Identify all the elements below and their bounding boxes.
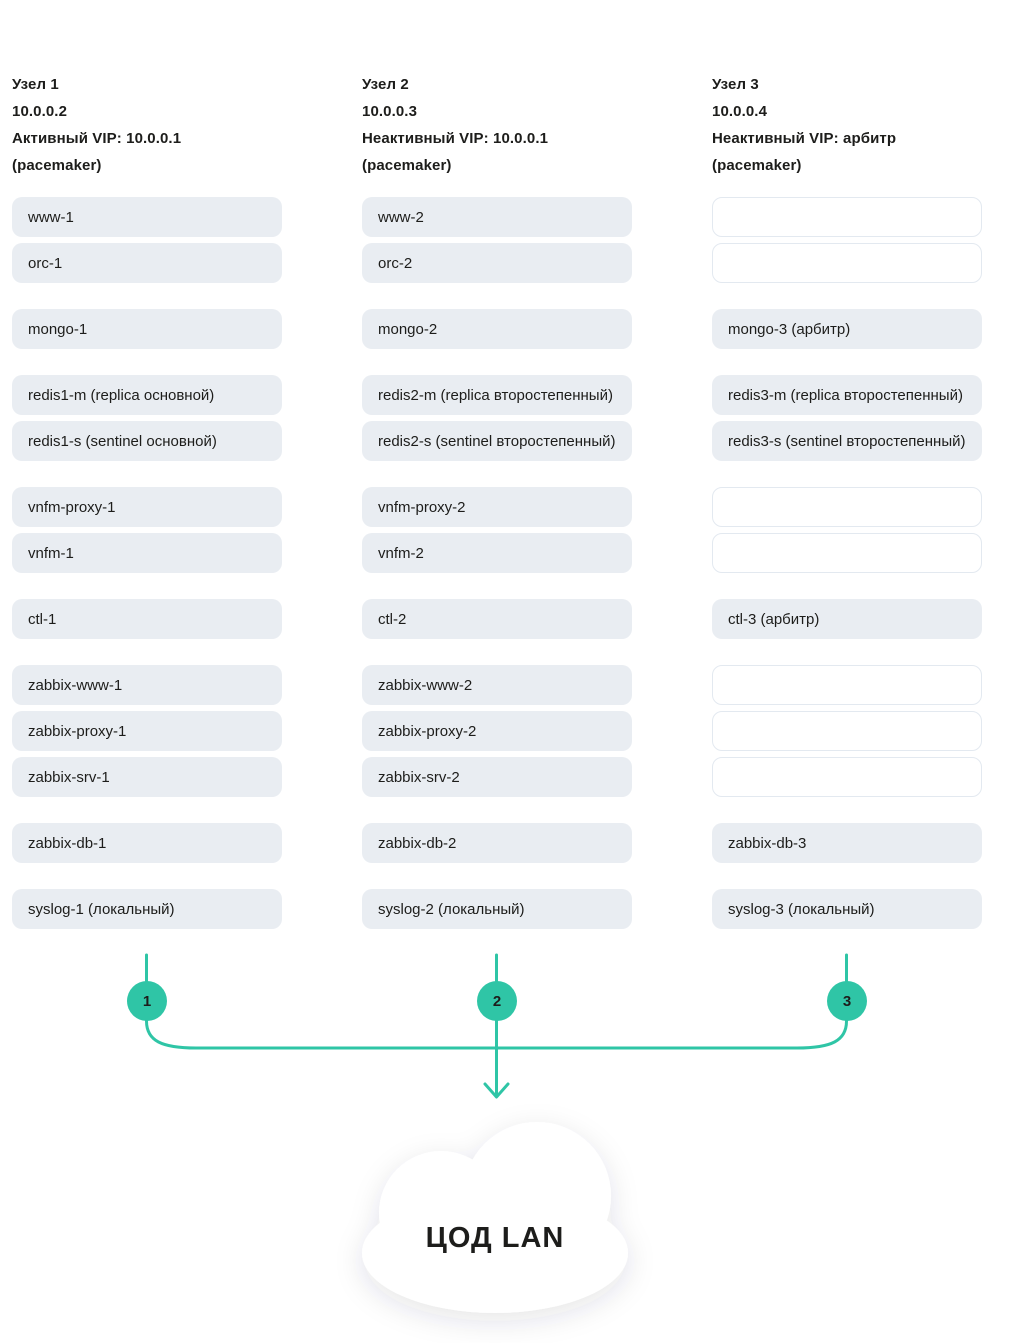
service-box: mongo-3 (арбитр) — [712, 309, 982, 349]
service-box: zabbix-db-2 — [362, 823, 632, 863]
node-column-1: Узел 1 10.0.0.2 Активный VIP: 10.0.0.1 (… — [12, 71, 282, 929]
node-vip: Неактивный VIP: 10.0.0.1 — [362, 130, 549, 147]
service-box-empty — [712, 757, 982, 797]
service-box-empty — [712, 197, 982, 237]
service-box-label: zabbix-db-3 — [728, 834, 807, 852]
service-box: zabbix-www-1 — [12, 665, 282, 705]
service-box-label: zabbix-proxy-2 — [378, 722, 477, 740]
service-box: zabbix-srv-2 — [362, 757, 632, 797]
service-box-label: mongo-1 — [28, 320, 88, 338]
service-box-label: vnfm-proxy-1 — [28, 498, 116, 516]
service-box: vnfm-proxy-1 — [12, 487, 282, 527]
service-box: www-1 — [12, 197, 282, 237]
service-box: redis3-m (replica второстепенный) — [712, 375, 982, 415]
service-box-label: redis1-s (sentinel основной) — [28, 432, 217, 450]
service-box-label: ctl-1 — [28, 610, 57, 628]
service-box: redis1-s (sentinel основной) — [12, 421, 282, 461]
service-box-label: redis3-s (sentinel второстепенный) — [728, 432, 966, 450]
service-box: syslog-1 (локальный) — [12, 889, 282, 929]
service-box-label: ctl-3 (арбитр) — [728, 610, 820, 628]
service-box: zabbix-proxy-1 — [12, 711, 282, 751]
connector-badge-1: 1 — [127, 981, 167, 1021]
node-vip: Неактивный VIP: арбитр — [712, 130, 897, 147]
service-box: syslog-2 (локальный) — [362, 889, 632, 929]
node-column-3: Узел 3 10.0.0.4 Неактивный VIP: арбитр (… — [712, 71, 982, 929]
service-box-label: redis1-m (replica основной) — [28, 386, 215, 404]
node-cluster-note: (pacemaker) — [712, 157, 802, 174]
service-box: vnfm-1 — [12, 533, 282, 573]
service-box: redis2-s (sentinel второстепенный) — [362, 421, 632, 461]
service-box: zabbix-db-1 — [12, 823, 282, 863]
service-box-label: mongo-3 (арбитр) — [728, 320, 851, 338]
service-box: ctl-1 — [12, 599, 282, 639]
service-box-label: redis2-m (replica второстепенный) — [378, 386, 613, 404]
node-cluster-note: (pacemaker) — [362, 157, 452, 174]
node-title: Узел 2 — [362, 76, 409, 93]
service-box-label: redis2-s (sentinel второстепенный) — [378, 432, 616, 450]
service-box: vnfm-2 — [362, 533, 632, 573]
service-box-label: zabbix-db-2 — [378, 834, 457, 852]
service-box: redis2-m (replica второстепенный) — [362, 375, 632, 415]
service-box: zabbix-srv-1 — [12, 757, 282, 797]
service-box-label: zabbix-srv-1 — [28, 768, 110, 786]
service-box-label: ctl-2 — [378, 610, 407, 628]
node-cluster-note: (pacemaker) — [12, 157, 102, 174]
connector-badge-3: 3 — [827, 981, 867, 1021]
service-box-label: orc-1 — [28, 254, 63, 272]
connector-badge-2: 2 — [477, 981, 517, 1021]
node-header-3: Узел 3 10.0.0.4 Неактивный VIP: арбитр (… — [712, 71, 982, 179]
service-box: ctl-2 — [362, 599, 632, 639]
service-box-label: vnfm-2 — [378, 544, 424, 562]
node-ip: 10.0.0.3 — [362, 103, 418, 120]
service-box-label: syslog-2 (локальный) — [378, 900, 525, 918]
node-title: Узел 1 — [12, 76, 59, 93]
service-box-label: www-2 — [378, 208, 424, 226]
service-boxes-node-2: www-2 orc-2 mongo-2 redis2-m (replica второ… — [362, 197, 632, 929]
node-vip: Активный VIP: 10.0.0.1 — [12, 130, 182, 147]
service-box-label: mongo-2 — [378, 320, 438, 338]
service-box: zabbix-www-2 — [362, 665, 632, 705]
service-box-label: zabbix-proxy-1 — [28, 722, 127, 740]
service-box: zabbix-proxy-2 — [362, 711, 632, 751]
service-box-label: orc-2 — [378, 254, 413, 272]
service-box-empty — [712, 533, 982, 573]
service-box-empty — [712, 711, 982, 751]
service-box: zabbix-db-3 — [712, 823, 982, 863]
node-header-2: Узел 2 10.0.0.3 Неактивный VIP: 10.0.0.1… — [362, 71, 632, 179]
service-box-label: vnfm-proxy-2 — [378, 498, 466, 516]
service-box-empty — [712, 243, 982, 283]
node-column-2: Узел 2 10.0.0.3 Неактивный VIP: 10.0.0.1… — [362, 71, 632, 929]
service-box-empty — [712, 487, 982, 527]
service-box: mongo-2 — [362, 309, 632, 349]
node-ip: 10.0.0.2 — [12, 103, 68, 120]
service-box-label: vnfm-1 — [28, 544, 74, 562]
node-ip: 10.0.0.4 — [712, 103, 768, 120]
service-box: syslog-3 (локальный) — [712, 889, 982, 929]
service-box-label: zabbix-srv-2 — [378, 768, 460, 786]
node-header-1: Узел 1 10.0.0.2 Активный VIP: 10.0.0.1 (… — [12, 71, 282, 179]
node-title: Узел 3 — [712, 76, 759, 93]
service-box: orc-1 — [12, 243, 282, 283]
down-arrow-icon — [483, 1082, 510, 1099]
service-box-label: zabbix-www-2 — [378, 676, 473, 694]
service-box: www-2 — [362, 197, 632, 237]
service-box-label: syslog-3 (локальный) — [728, 900, 875, 918]
service-boxes-node-1: www-1 orc-1 mongo-1 redis1-m (replica основ… — [12, 197, 282, 929]
service-box: redis1-m (replica основной) — [12, 375, 282, 415]
cloud-shape — [362, 1122, 628, 1313]
service-box-label: zabbix-www-1 — [28, 676, 123, 694]
service-box-label: www-1 — [28, 208, 74, 226]
service-boxes-node-3: mongo-3 (арбитр) redis3-m (replica второс… — [712, 197, 982, 929]
service-box: redis3-s (sentinel второстепенный) — [712, 421, 982, 461]
service-box: orc-2 — [362, 243, 632, 283]
service-box-label: zabbix-db-1 — [28, 834, 107, 852]
service-box-label: redis3-m (replica второстепенный) — [728, 386, 963, 404]
service-box-empty — [712, 665, 982, 705]
cloud-label: ЦОД LAN — [425, 1222, 565, 1254]
service-box: mongo-1 — [12, 309, 282, 349]
service-box: vnfm-proxy-2 — [362, 487, 632, 527]
service-box: ctl-3 (арбитр) — [712, 599, 982, 639]
service-box-label: syslog-1 (локальный) — [28, 900, 175, 918]
